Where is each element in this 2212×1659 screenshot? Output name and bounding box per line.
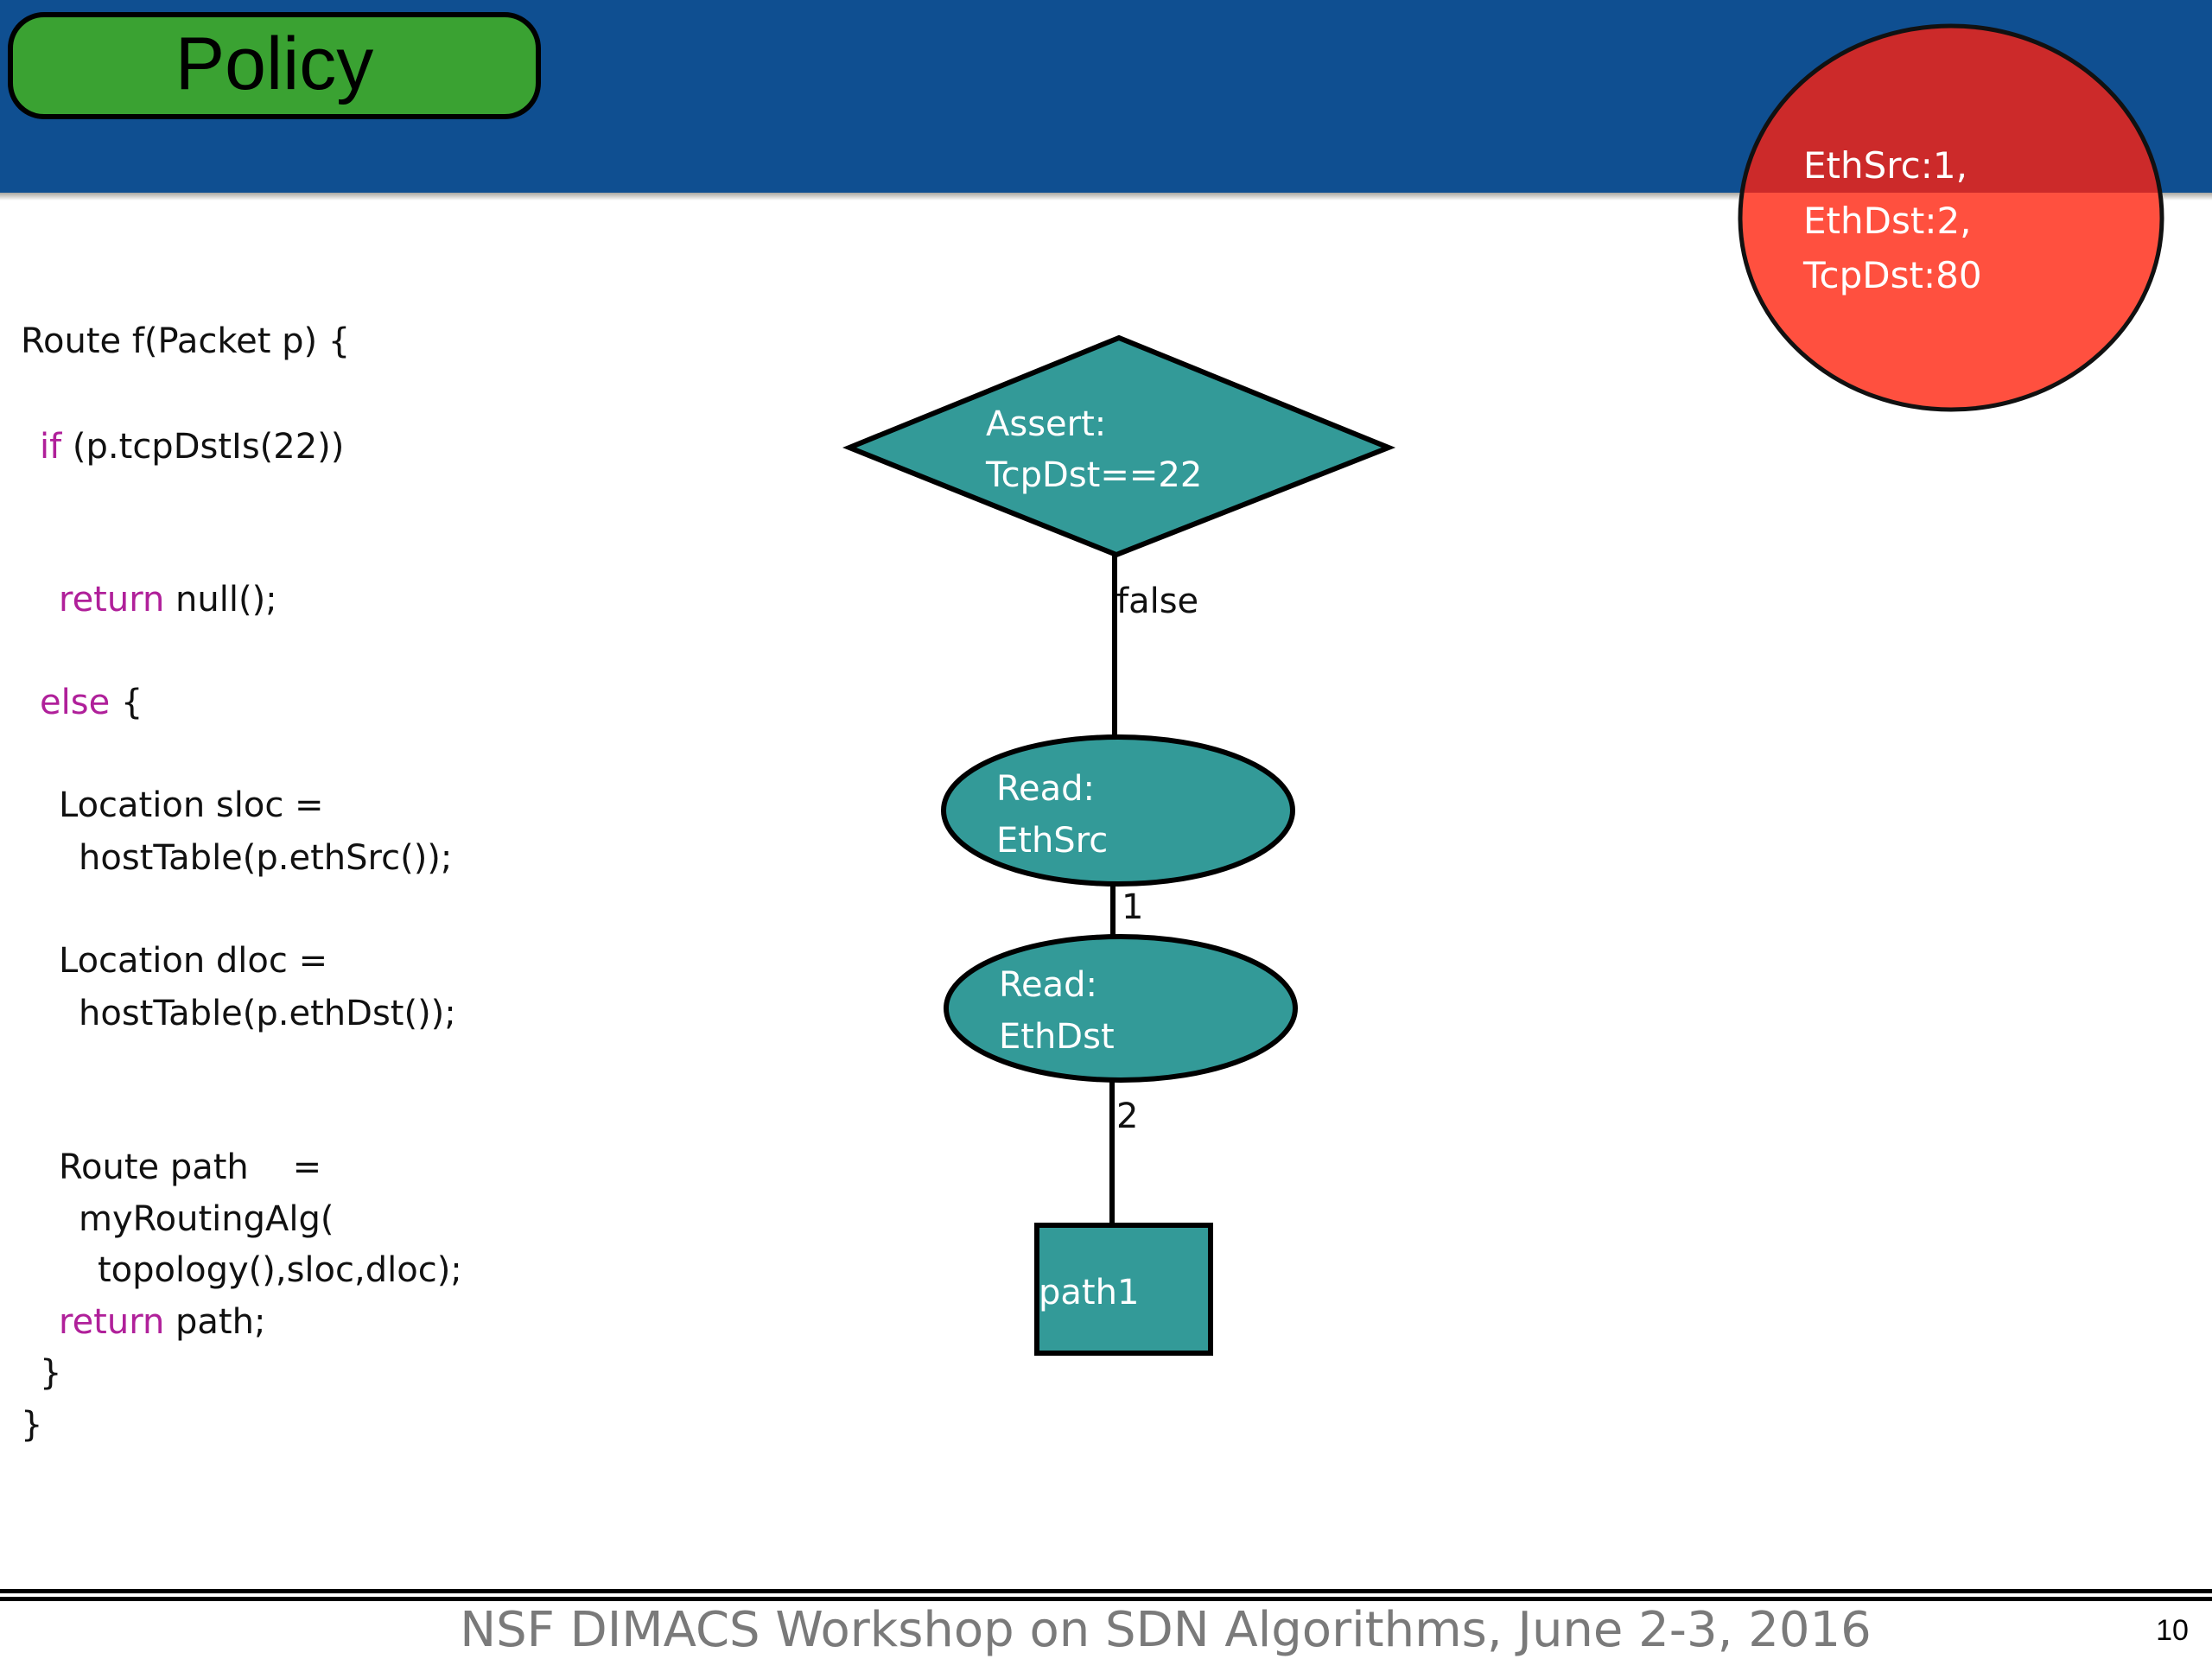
path1-label: path1 [1039, 1273, 1139, 1313]
code-line: hostTable(p.ethDst()); [79, 994, 456, 1033]
packet-circle-upper [1742, 26, 2160, 193]
code-text: Route f(Packet p) { [21, 321, 350, 361]
packet-field-tcpdst: TcpDst:80 [1802, 254, 1982, 296]
footer-rule-bottom [0, 1597, 2212, 1601]
packet-field-ethdst: EthDst:2, [1803, 200, 1972, 242]
code-text: null(); [164, 580, 276, 620]
code-line: Route f(Packet p) { [21, 321, 350, 361]
edge-label-2: 2 [1116, 1096, 1138, 1136]
code-line: topology(),sloc,dloc); [98, 1250, 462, 1290]
packet-circle-outline [1738, 23, 2164, 412]
read-ethsrc-ellipse [941, 734, 1295, 887]
code-listing: Route f(Packet p) { if (p.tcpDstIs(22)) … [21, 321, 462, 1445]
code-text: Location dloc = [59, 941, 327, 981]
code-text: } [21, 1405, 42, 1445]
edge-label-false: false [1116, 582, 1198, 621]
code-line: } [40, 1353, 61, 1393]
read-ethsrc-label-line1: Read: [996, 769, 1095, 809]
code-keyword: return [59, 580, 164, 620]
code-line: return null(); [59, 580, 277, 620]
read-ethdst-label-line2: EthDst [999, 1017, 1115, 1057]
footer: NSF DIMACS Workshop on SDN Algorithms, J… [0, 1589, 2212, 1658]
code-line: Location dloc = [59, 941, 327, 981]
read-ethdst-ellipse [944, 934, 1298, 1083]
footer-text: NSF DIMACS Workshop on SDN Algorithms, J… [460, 1602, 1872, 1658]
code-text: Route path = [59, 1147, 321, 1187]
assert-label-line2: TcpDst==22 [985, 455, 1202, 495]
path1-rect [1034, 1223, 1213, 1356]
code-line: return path; [59, 1302, 265, 1342]
assert-diamond [842, 334, 1396, 558]
code-line: } [21, 1405, 42, 1445]
packet-circle-lower [1740, 193, 2162, 410]
code-line: else { [40, 683, 143, 722]
read-ethsrc-label-line2: EthSrc [996, 821, 1108, 861]
code-line: if (p.tcpDstIs(22)) [40, 427, 344, 467]
packet-field-ethsrc: EthSrc:1, [1803, 144, 1967, 187]
assert-label-line1: Assert: [986, 404, 1106, 444]
code-text: Location sloc = [59, 785, 324, 825]
code-keyword: return [59, 1302, 164, 1342]
code-line: hostTable(p.ethSrc()); [79, 838, 452, 878]
node-read-ethsrc: Read: EthSrc [941, 734, 1295, 887]
diagram-edges: false 1 2 [1109, 553, 1198, 1225]
code-text: hostTable(p.ethDst()); [79, 994, 456, 1033]
code-text: myRoutingAlg( [79, 1199, 334, 1239]
code-keyword: if [40, 427, 62, 467]
read-ethdst-label-line1: Read: [999, 965, 1097, 1005]
code-line: Route path = [59, 1147, 321, 1187]
node-read-ethdst: Read: EthDst [944, 934, 1298, 1083]
code-text: hostTable(p.ethSrc()); [79, 838, 452, 878]
code-line: Location sloc = [59, 785, 324, 825]
code-line: myRoutingAlg( [79, 1199, 334, 1239]
node-assert: Assert: TcpDst==22 [842, 334, 1396, 558]
page-number: 10 [2156, 1614, 2189, 1647]
edge-label-1: 1 [1122, 887, 1143, 927]
code-text: topology(),sloc,dloc); [98, 1250, 462, 1290]
title-pill: Policy [8, 12, 541, 119]
header-shadow [0, 193, 2212, 200]
code-text: } [40, 1353, 61, 1393]
code-keyword: else [40, 683, 110, 722]
code-text: (p.tcpDstIs(22)) [61, 427, 344, 467]
code-text: path; [164, 1302, 265, 1342]
packet-circle: EthSrc:1, EthDst:2, TcpDst:80 [1738, 23, 2164, 412]
slide-title: Policy [175, 22, 374, 105]
node-path1: path1 [1034, 1223, 1213, 1356]
code-text: { [110, 683, 143, 722]
footer-rule-top [0, 1589, 2212, 1593]
